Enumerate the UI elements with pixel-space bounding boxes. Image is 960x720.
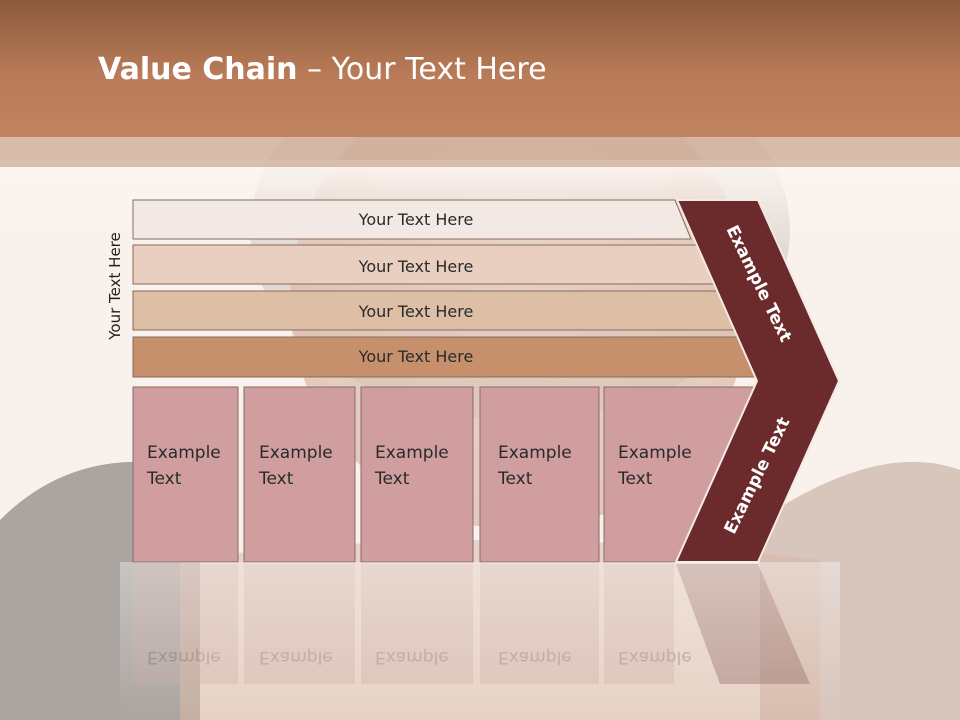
box-4-line2: Text: [497, 469, 533, 489]
box-3-line1: Example: [375, 443, 449, 463]
row-3-label: Your Text Here: [358, 302, 474, 321]
box-5-line1: Example: [618, 443, 692, 463]
box-2: Example Text: [243, 386, 356, 563]
row-4: Your Text Here: [132, 336, 765, 378]
box-2-rect: [243, 386, 356, 563]
chevron-shape: [674, 199, 841, 563]
row-4-label: Your Text Here: [358, 347, 474, 366]
box-4-line1: Example: [498, 443, 572, 463]
margin-chevron: Example Text Example Text: [674, 199, 841, 563]
box-1: Example Text: [132, 386, 239, 563]
box-2-line2: Text: [258, 469, 294, 489]
box-1-rect: [132, 386, 239, 563]
box-4-rect: [479, 386, 600, 563]
title-rest: – Your Text Here: [297, 52, 547, 87]
box-3-rect: [360, 386, 474, 563]
row-1-label: Your Text Here: [358, 210, 474, 229]
row-2: Your Text Here: [132, 244, 717, 285]
title-bar: [0, 0, 960, 137]
box-1-line2: Text: [146, 469, 182, 489]
box-3: Example Text: [360, 386, 474, 563]
box-5-line2: Text: [617, 469, 653, 489]
box-1-line1: Example: [147, 443, 221, 463]
row-1: Your Text Here: [132, 199, 692, 240]
row-1-bar: [132, 199, 692, 240]
box-2-line1: Example: [259, 443, 333, 463]
title-bold: Value Chain: [98, 52, 298, 87]
title-underband: [0, 137, 960, 167]
reflection-fade: [120, 562, 840, 720]
row-3: Your Text Here: [132, 290, 739, 331]
slide-title: Value Chain – Your Text Here: [98, 52, 547, 87]
box-4: Example Text: [479, 386, 600, 563]
row-2-label: Your Text Here: [358, 257, 474, 276]
box-3-line2: Text: [374, 469, 410, 489]
